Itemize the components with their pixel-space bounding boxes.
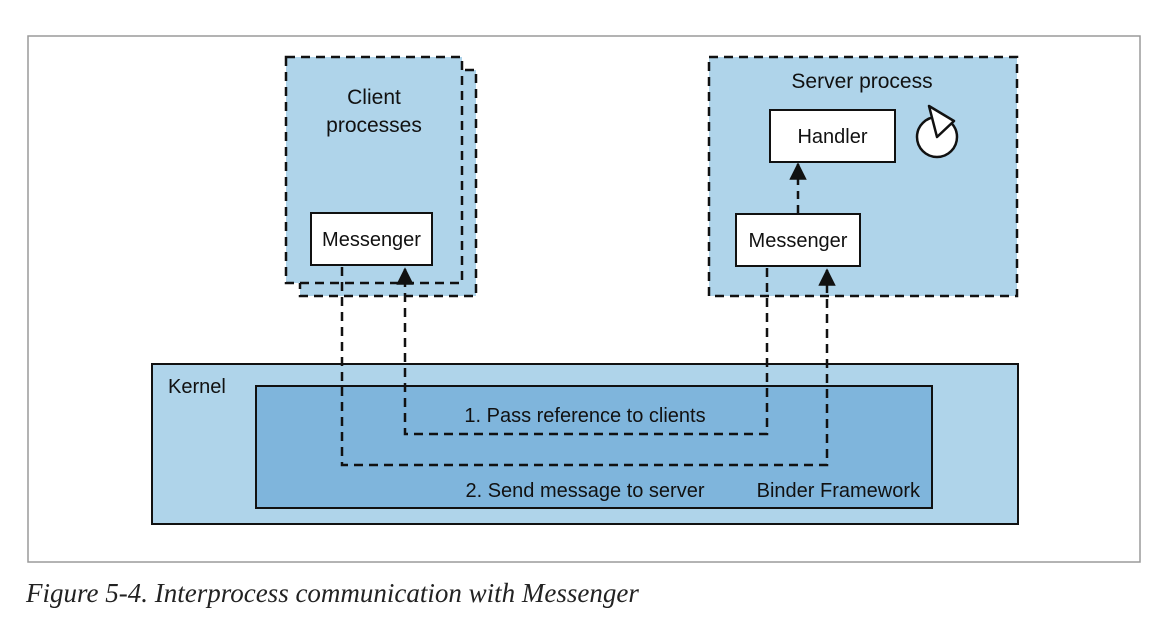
server-messenger-box xyxy=(735,213,861,267)
figure-caption: Figure 5-4. Interprocess communication w… xyxy=(26,578,639,608)
send-message-path xyxy=(340,267,836,467)
handler-label: Handler xyxy=(797,126,867,148)
server-title: Server process xyxy=(791,70,932,93)
kernel-label: Kernel xyxy=(168,376,226,398)
client-messenger-label: Messenger xyxy=(322,229,421,251)
handler-box xyxy=(769,109,896,163)
client-title-line2: processes xyxy=(326,114,422,137)
client-processes-group: Client processes Messenger xyxy=(284,55,478,298)
server-messenger-label: Messenger xyxy=(749,230,848,252)
pass-reference-path xyxy=(396,267,769,436)
binder-framework-box xyxy=(255,385,933,509)
step1-label: 1. Pass reference to clients xyxy=(464,405,705,427)
client-messenger-box xyxy=(310,212,433,266)
binder-framework-label: Binder Framework xyxy=(757,480,921,502)
clock-icon xyxy=(915,104,959,159)
step2-label: 2. Send message to server xyxy=(465,480,704,502)
kernel-group: Kernel Binder Framework 1. Pass referenc… xyxy=(151,363,1019,525)
client-title-line1: Client xyxy=(347,86,401,109)
server-process-group: Server process Handler Messenger xyxy=(707,55,1019,298)
